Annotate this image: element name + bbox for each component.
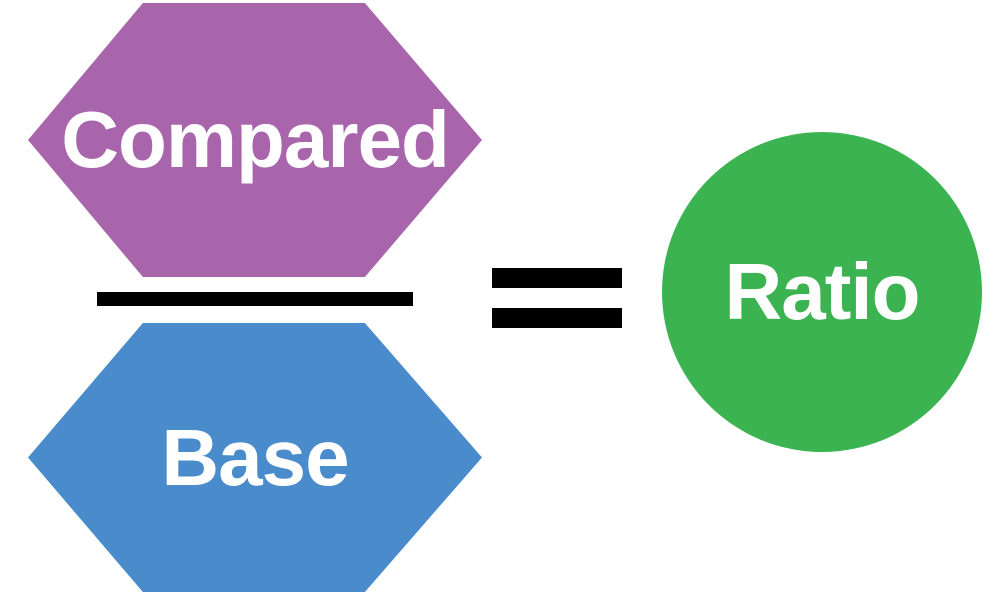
fraction-bar [97,292,413,306]
compared-hexagon: Compared [28,3,482,277]
base-label: Base [161,412,349,502]
ratio-circle: Ratio [662,132,982,452]
compared-label: Compared [61,95,450,184]
equals-top-bar [492,268,622,288]
base-hexagon: Base [28,323,482,592]
equals-icon [492,268,622,328]
ratio-label: Ratio [724,247,921,336]
equals-bottom-bar [492,308,622,328]
